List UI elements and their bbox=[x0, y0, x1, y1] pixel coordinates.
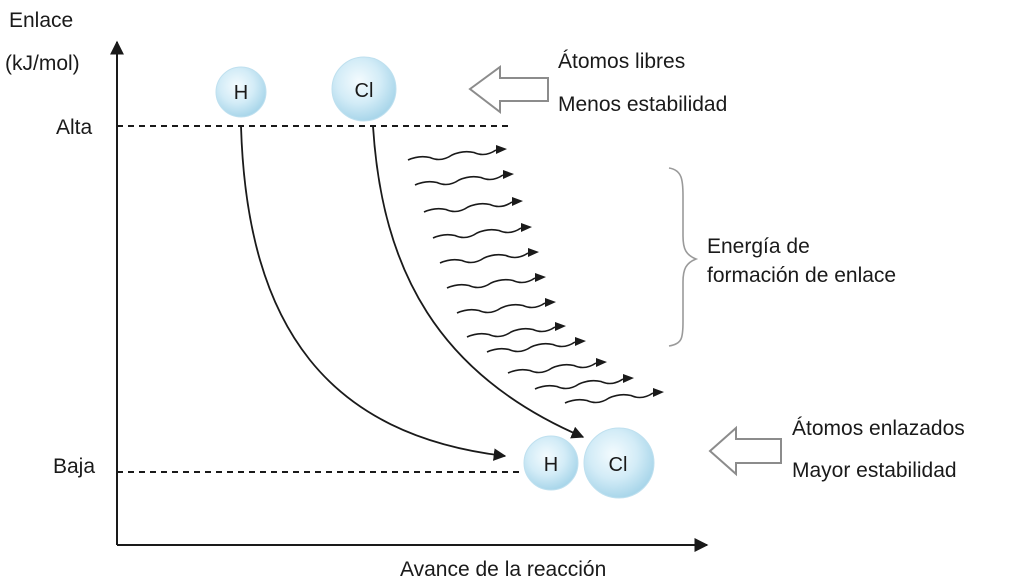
y-axis-title-line1: Enlace bbox=[9, 9, 73, 32]
h-trajectory-arrow bbox=[240, 125, 507, 461]
wavy-arrow bbox=[423, 201, 513, 213]
x-axis-title: Avance de la reacción bbox=[400, 558, 606, 581]
bond-formation-energy-label-line2: formación de enlace bbox=[707, 264, 896, 287]
wavy-arrow-head bbox=[545, 298, 556, 307]
free-atoms-hollow-arrow bbox=[468, 65, 549, 115]
free-cl-atom-label: Cl bbox=[355, 80, 374, 102]
bonded-atoms-hollow-arrow bbox=[708, 425, 782, 477]
wavy-arrow bbox=[466, 326, 556, 338]
bonded-cl-atom-label: Cl bbox=[609, 454, 628, 476]
free-cl-atom: Cl bbox=[331, 56, 397, 122]
wavy-arrow-head bbox=[623, 374, 634, 383]
wavy-arrow-head bbox=[535, 273, 546, 282]
low-level-label: Baja bbox=[53, 455, 95, 478]
wavy-arrow bbox=[486, 341, 576, 353]
wavy-arrow-head bbox=[512, 197, 523, 206]
wavy-arrow bbox=[564, 392, 654, 404]
wavy-arrow bbox=[432, 227, 522, 239]
wavy-arrow bbox=[446, 277, 536, 289]
wavy-arrow-head bbox=[575, 337, 586, 346]
wavy-arrow-head bbox=[528, 248, 539, 257]
wavy-arrow-head bbox=[555, 322, 566, 331]
bonded-atoms-stability-label: Mayor estabilidad bbox=[792, 459, 957, 482]
bonded-atoms-label: Átomos enlazados bbox=[792, 417, 965, 440]
cl-trajectory-arrow bbox=[372, 125, 585, 439]
wavy-arrow bbox=[456, 302, 546, 314]
wavy-arrow-head bbox=[521, 223, 532, 232]
bonded-cl-atom bbox=[583, 427, 655, 499]
wavy-arrow-head bbox=[496, 145, 507, 154]
y-axis-title-line2: (kJ/mol) bbox=[5, 52, 80, 75]
free-atoms-stability-label: Menos estabilidad bbox=[558, 93, 727, 116]
wavy-arrow bbox=[534, 378, 624, 390]
free-h-atom: H bbox=[215, 66, 267, 118]
free-h-atom-label: H bbox=[234, 82, 248, 104]
free-atoms-label: Átomos libres bbox=[558, 50, 685, 73]
energy-curly-brace bbox=[668, 167, 699, 347]
wavy-arrow-head bbox=[503, 170, 514, 179]
wavy-arrow bbox=[414, 174, 504, 186]
high-level-label: Alta bbox=[56, 116, 93, 139]
energy-release-wavy-arrows bbox=[407, 145, 664, 404]
wavy-arrow-head bbox=[596, 358, 607, 367]
wavy-arrow-head bbox=[653, 388, 664, 397]
bonded-h-atom bbox=[523, 435, 579, 491]
bonded-h-atom-label: H bbox=[544, 454, 558, 476]
wavy-arrow bbox=[439, 252, 529, 264]
wavy-arrow bbox=[407, 149, 497, 161]
bonded-hcl-molecule: H Cl bbox=[523, 427, 655, 499]
wavy-arrow bbox=[507, 362, 597, 374]
bond-formation-energy-label-line1: Energía de bbox=[707, 235, 810, 258]
